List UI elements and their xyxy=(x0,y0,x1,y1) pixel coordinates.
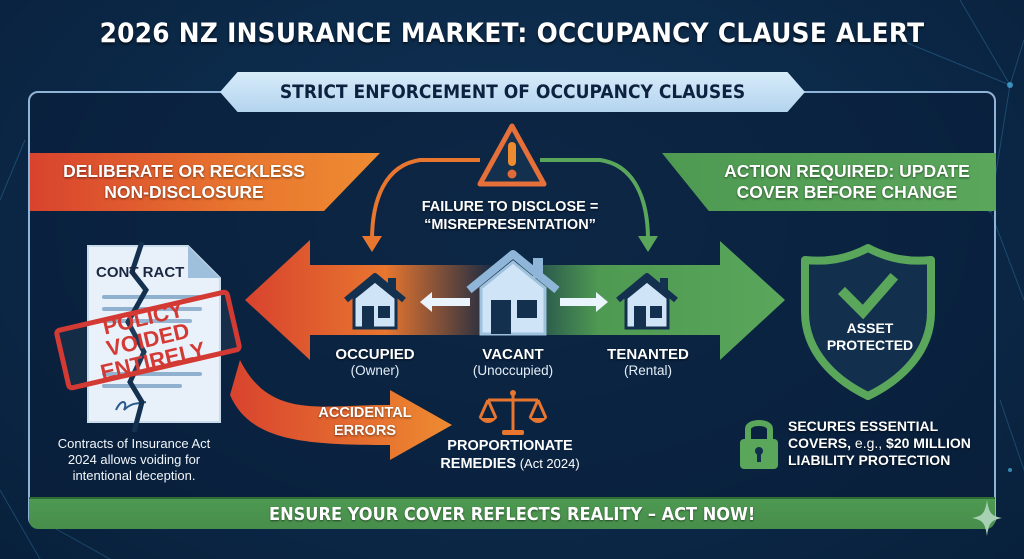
page-title: 2026 NZ INSURANCE MARKET: OCCUPANCY CLAU… xyxy=(99,18,925,49)
house-icon-tenanted xyxy=(616,273,678,330)
vacant-label: VACANT (Unoccupied) xyxy=(472,346,554,378)
padlock-icon xyxy=(740,420,778,469)
accidental-errors-label: ACCIDENTAL ERRORS xyxy=(318,405,412,439)
contract-act-note: Contracts of Insurance Act 2024 allows v… xyxy=(57,436,211,483)
sparkle-icon xyxy=(972,500,1002,536)
tenanted-label: TENANTED (Rental) xyxy=(607,346,689,378)
section-banner: STRICT ENFORCEMENT OF OCCUPANCY CLAUSES xyxy=(220,72,805,112)
arrow-to-occupied xyxy=(420,292,470,312)
proportionate-remedies-label: PROPORTIONATE REMEDIES (Act 2024) xyxy=(440,438,580,472)
scales-icon xyxy=(478,390,548,435)
action-required-ribbon: ACTION REQUIRED: UPDATE COVER BEFORE CHA… xyxy=(662,153,996,211)
banner-text: STRICT ENFORCEMENT OF OCCUPANCY CLAUSES xyxy=(279,81,746,103)
accidental-arrow xyxy=(230,360,452,460)
contract-document-icon xyxy=(87,242,221,432)
warning-triangle-icon xyxy=(477,123,547,187)
call-to-action-bar: ENSURE YOUR COVER REFLECTS REALITY – ACT… xyxy=(29,497,995,529)
house-icon-occupied xyxy=(344,273,406,330)
house-icon-vacant xyxy=(466,250,560,336)
shield-check-icon xyxy=(801,244,935,400)
misrepresentation-label: FAILURE TO DISCLOSE = “MISREPRESENTATION… xyxy=(421,199,599,233)
secures-covers-note: SECURES ESSENTIAL COVERS, e.g., $20 MILL… xyxy=(788,418,971,468)
arrow-to-tenanted xyxy=(560,292,608,312)
occupied-label: OCCUPIED (Owner) xyxy=(335,346,415,378)
contract-doc-title: CONT RACT xyxy=(96,264,185,281)
non-disclosure-ribbon: DELIBERATE OR RECKLESS NON-DISCLOSURE xyxy=(30,153,380,211)
asset-protected-label: ASSET PROTECTED xyxy=(826,320,914,353)
